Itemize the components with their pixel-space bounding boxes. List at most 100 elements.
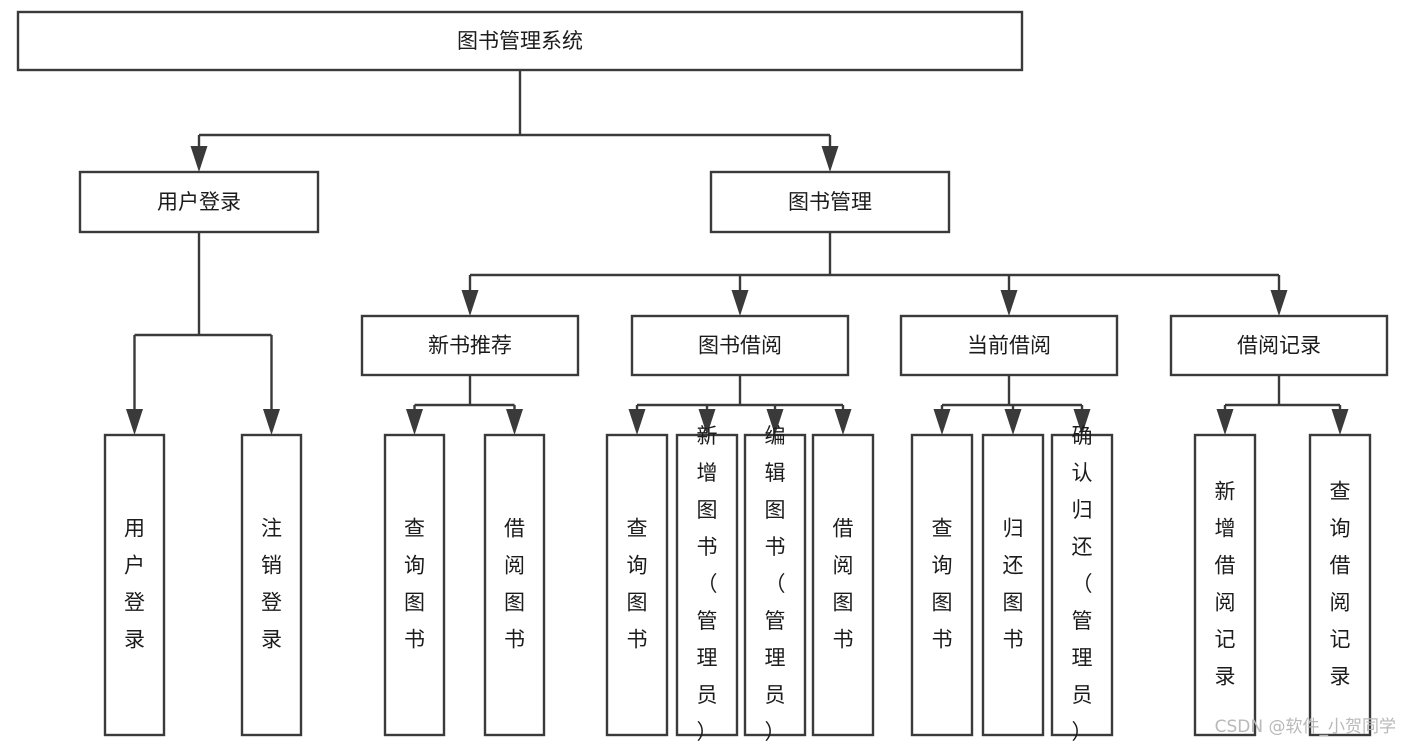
node-book-management[interactable]: 图书管理 [709, 170, 951, 234]
node-current-borrow[interactable]: 当前借阅 [899, 314, 1119, 377]
node-box-leaf-query-book-bb[interactable] [605, 433, 669, 737]
node-box-leaf-logout[interactable] [240, 433, 303, 737]
svg-text:借: 借 [1215, 554, 1236, 578]
svg-text:（: （ [1072, 572, 1093, 596]
node-leaf-user-login[interactable]: 用户登录 [103, 433, 166, 737]
node-label-borrow-record: 借阅记录 [1237, 334, 1321, 358]
svg-text:销: 销 [261, 554, 282, 578]
connector-root-to-level1 [190, 70, 839, 172]
arrow-head-icon [698, 409, 716, 435]
svg-text:书: 书 [1003, 628, 1024, 652]
node-new-book-recommend[interactable]: 新书推荐 [360, 314, 580, 377]
node-box-leaf-query-borrow-record[interactable] [1308, 433, 1372, 737]
node-box-user-login[interactable] [78, 170, 320, 234]
svg-text:还: 还 [1072, 535, 1093, 559]
node-box-leaf-edit-book[interactable] [743, 433, 807, 737]
svg-text:辑: 辑 [765, 461, 786, 485]
arrow-head-icon [1331, 409, 1349, 435]
node-box-leaf-query-book-nbr[interactable] [383, 433, 446, 737]
svg-text:理: 理 [765, 646, 786, 670]
svg-text:增: 增 [1215, 517, 1236, 541]
svg-text:用: 用 [124, 517, 145, 541]
svg-text:登: 登 [124, 591, 145, 615]
svg-text:图: 图 [1003, 591, 1024, 615]
svg-text:询: 询 [932, 554, 953, 578]
node-box-book-borrow[interactable] [630, 314, 850, 377]
node-label-leaf-user-login: 用户登录 [124, 517, 145, 652]
node-box-root[interactable] [16, 10, 1024, 72]
svg-text:书: 书 [627, 628, 648, 652]
svg-text:管: 管 [697, 609, 718, 633]
svg-text:）: ） [765, 720, 786, 744]
node-box-leaf-return-book[interactable] [981, 433, 1045, 737]
node-box-leaf-query-book-cb[interactable] [910, 433, 974, 737]
arrow-head-icon [1004, 409, 1022, 435]
node-box-new-book-recommend[interactable] [360, 314, 580, 377]
node-box-leaf-confirm-return[interactable] [1050, 433, 1114, 737]
watermark-layer: CSDN @软件_小贺同学 [1215, 717, 1396, 737]
svg-text:查: 查 [404, 517, 425, 541]
svg-text:录: 录 [1330, 665, 1351, 689]
node-box-book-management[interactable] [709, 170, 951, 234]
svg-text:）: ） [697, 720, 718, 744]
svg-text:理: 理 [1072, 646, 1093, 670]
node-box-leaf-user-login[interactable] [103, 433, 166, 737]
connector-userlogin-to-leaves [126, 232, 280, 435]
node-box-current-borrow[interactable] [899, 314, 1119, 377]
svg-text:注: 注 [261, 517, 282, 541]
arrow-head-icon [190, 146, 208, 172]
node-borrow-record[interactable]: 借阅记录 [1169, 314, 1389, 377]
svg-text:）: ） [1072, 720, 1093, 744]
svg-text:图: 图 [697, 498, 718, 522]
node-label-book-borrow: 图书借阅 [698, 334, 782, 358]
svg-text:书: 书 [932, 628, 953, 652]
node-root[interactable]: 图书管理系统 [16, 10, 1024, 72]
svg-text:阅: 阅 [504, 554, 525, 578]
arrow-head-icon [834, 409, 852, 435]
svg-text:编: 编 [765, 424, 786, 448]
svg-text:录: 录 [1215, 665, 1236, 689]
node-book-borrow[interactable]: 图书借阅 [630, 314, 850, 377]
arrow-head-icon [126, 409, 143, 435]
arrow-head-icon [406, 409, 423, 435]
arrow-head-icon [731, 290, 749, 316]
node-box-leaf-add-book[interactable] [675, 433, 739, 737]
connector-bookmgmt-to-level2 [461, 232, 1288, 316]
svg-text:确: 确 [1072, 424, 1093, 448]
node-label-new-book-recommend: 新书推荐 [428, 334, 512, 358]
node-box-leaf-borrow-book-nbr[interactable] [483, 433, 546, 737]
svg-text:图: 图 [932, 591, 953, 615]
connector-cb-to-leaves [933, 375, 1091, 435]
svg-text:借: 借 [504, 517, 525, 541]
arrow-head-icon [1073, 409, 1091, 435]
node-box-leaf-borrow-book-bb[interactable] [811, 433, 875, 737]
arrow-head-icon [461, 290, 479, 316]
node-box-leaf-add-borrow-record[interactable] [1193, 433, 1257, 737]
arrow-head-icon [1216, 409, 1234, 435]
node-user-login[interactable]: 用户登录 [78, 170, 320, 234]
svg-text:认: 认 [1072, 461, 1093, 485]
node-box-borrow-record[interactable] [1169, 314, 1389, 377]
svg-text:询: 询 [404, 554, 425, 578]
svg-text:图: 图 [404, 591, 425, 615]
svg-text:录: 录 [124, 628, 145, 652]
connector-layer [126, 70, 1349, 435]
